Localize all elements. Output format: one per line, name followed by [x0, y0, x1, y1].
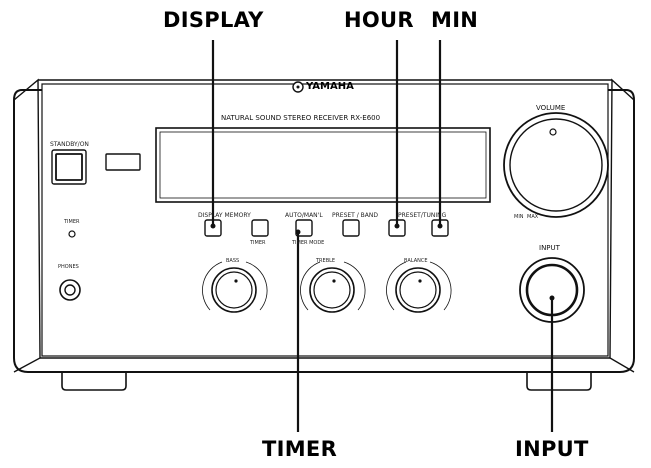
callout-lines	[211, 40, 554, 432]
auto-sub-label: TIMER MODE	[292, 240, 325, 246]
callout-display: DISPLAY	[163, 8, 264, 32]
input-knob	[519, 257, 585, 323]
callout-input: INPUT	[515, 437, 589, 461]
input-label: INPUT	[539, 244, 560, 252]
ir-window	[105, 153, 141, 171]
receiver-feet	[61, 369, 592, 391]
brand-label: YAMAHA	[306, 81, 354, 92]
callout-min: MIN	[431, 8, 479, 32]
tone-knobs	[211, 267, 441, 313]
volume-min-label: MIN	[514, 214, 524, 220]
callout-hour: HOUR	[344, 8, 414, 32]
auto-manual-label: AUTO/MAN'L	[285, 212, 323, 219]
callout-timer: TIMER	[262, 437, 338, 461]
timer-led-label: TIMER	[64, 219, 80, 225]
display-memory-label: DISPLAY MEMORY	[198, 212, 251, 219]
balance-label: BALANCE	[404, 258, 428, 264]
preset-band-label: PRESET / BAND	[332, 212, 379, 219]
phones-label: PHONES	[58, 264, 79, 270]
bass-label: BASS	[226, 258, 240, 264]
timer-led	[68, 230, 76, 238]
preset-tuning-label: PRESET/TUNING	[398, 212, 447, 219]
treble-label: TREBLE	[316, 258, 336, 264]
volume-knob	[503, 112, 609, 218]
standby-label: STANDBY/ON	[50, 141, 89, 148]
volume-max-label: MAX	[527, 214, 539, 220]
model-line: NATURAL SOUND STEREO RECEIVER RX-E600	[221, 114, 381, 122]
timer-sub-label: TIMER	[250, 240, 266, 246]
volume-label: VOLUME	[536, 104, 566, 112]
